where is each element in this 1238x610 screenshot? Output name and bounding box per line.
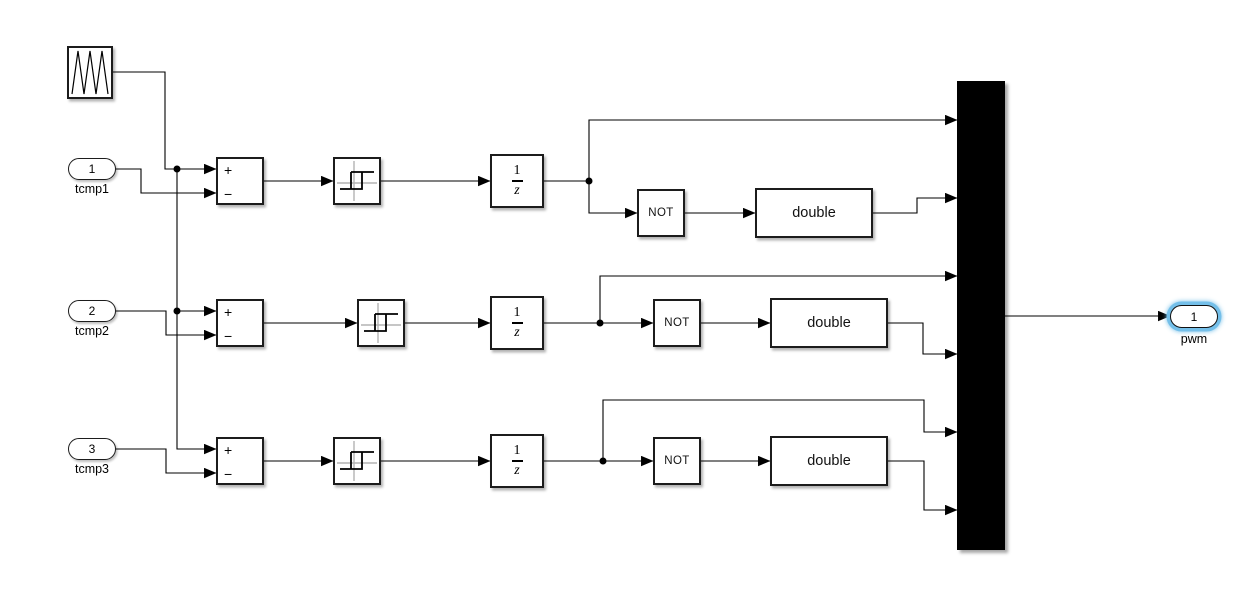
convert-label: double bbox=[807, 453, 851, 469]
junction-dot bbox=[585, 177, 593, 185]
delay-numerator: 1 bbox=[513, 305, 521, 321]
inport-number: 3 bbox=[88, 442, 96, 456]
junction-dot bbox=[599, 457, 607, 465]
wire-double2-to-mux-in4[interactable] bbox=[888, 322, 958, 360]
wire-delay1-to-mux-in1[interactable] bbox=[588, 114, 958, 181]
sum-block-1[interactable]: + − bbox=[216, 157, 264, 205]
minus-sign: − bbox=[224, 328, 233, 344]
plus-sign: + bbox=[224, 304, 233, 320]
data-type-conversion-block-1[interactable]: double bbox=[755, 188, 873, 238]
wire-source-to-sum1-plus[interactable] bbox=[113, 71, 217, 175]
data-type-conversion-block-3[interactable]: double bbox=[770, 436, 888, 486]
wire-inport2-to-sum2-minus[interactable] bbox=[116, 310, 217, 341]
triangle-wave-icon bbox=[71, 50, 109, 95]
inport-number: 1 bbox=[88, 162, 96, 176]
outport-number: 1 bbox=[1190, 309, 1198, 324]
plus-sign: + bbox=[224, 442, 233, 458]
not-label: NOT bbox=[664, 317, 690, 329]
not-label: NOT bbox=[648, 207, 674, 219]
wire-delay2-to-mux-in3[interactable] bbox=[599, 270, 958, 323]
inport-tcmp1[interactable]: 1 bbox=[68, 158, 116, 180]
sum-block-3[interactable]: + − bbox=[216, 437, 264, 485]
mux-block[interactable] bbox=[957, 81, 1005, 550]
not-logic-block-2[interactable]: NOT bbox=[653, 299, 701, 347]
data-type-conversion-block-2[interactable]: double bbox=[770, 298, 888, 348]
fraction-bar bbox=[511, 460, 523, 462]
relay-hysteresis-icon bbox=[337, 161, 377, 201]
plus-sign: + bbox=[224, 162, 233, 178]
not-logic-block-3[interactable]: NOT bbox=[653, 437, 701, 485]
inport-label-tcmp2: tcmp2 bbox=[74, 324, 110, 338]
not-label: NOT bbox=[664, 455, 690, 467]
wire-double3-to-mux-in6[interactable] bbox=[888, 460, 958, 516]
relay-hysteresis-icon bbox=[361, 303, 401, 343]
delay-denominator: z bbox=[514, 324, 520, 340]
relay-block-3[interactable] bbox=[333, 437, 381, 485]
wire-delay1-to-not1[interactable] bbox=[588, 181, 638, 219]
delay-denominator: z bbox=[514, 462, 520, 478]
fraction-bar bbox=[511, 322, 523, 324]
relay-hysteresis-icon bbox=[337, 441, 377, 481]
sum-block-2[interactable]: + − bbox=[216, 299, 264, 347]
outport-pwm[interactable]: 1 bbox=[1170, 305, 1218, 328]
delay-denominator: z bbox=[514, 182, 520, 198]
inport-label-tcmp1: tcmp1 bbox=[74, 182, 110, 196]
outport-label-pwm: pwm bbox=[1180, 332, 1208, 346]
not-logic-block-1[interactable]: NOT bbox=[637, 189, 685, 237]
inport-number: 2 bbox=[88, 304, 96, 318]
junction-dot bbox=[173, 307, 181, 315]
minus-sign: − bbox=[224, 186, 233, 202]
junction-dot bbox=[596, 319, 604, 327]
relay-block-2[interactable] bbox=[357, 299, 405, 347]
inport-label-tcmp3: tcmp3 bbox=[74, 462, 110, 476]
wire-source-trunk-to-sum3-plus[interactable] bbox=[176, 169, 217, 455]
inport-tcmp3[interactable]: 3 bbox=[68, 438, 116, 460]
wire-double1-to-mux-in2[interactable] bbox=[873, 192, 958, 214]
triangle-wave-source-block[interactable] bbox=[67, 46, 113, 99]
delay-numerator: 1 bbox=[513, 443, 521, 459]
unit-delay-block-2[interactable]: 1 z bbox=[490, 296, 544, 350]
wire-inport3-to-sum3-minus[interactable] bbox=[116, 448, 217, 479]
convert-label: double bbox=[807, 315, 851, 331]
wire-inport1-to-sum1-minus[interactable] bbox=[116, 168, 217, 199]
delay-numerator: 1 bbox=[513, 163, 521, 179]
wire-delay3-to-mux-in5[interactable] bbox=[602, 399, 958, 461]
junction-dot bbox=[173, 165, 181, 173]
convert-label: double bbox=[792, 205, 836, 221]
inport-tcmp2[interactable]: 2 bbox=[68, 300, 116, 322]
relay-block-1[interactable] bbox=[333, 157, 381, 205]
fraction-bar bbox=[511, 180, 523, 182]
unit-delay-block-3[interactable]: 1 z bbox=[490, 434, 544, 488]
unit-delay-block-1[interactable]: 1 z bbox=[490, 154, 544, 208]
minus-sign: − bbox=[224, 466, 233, 482]
